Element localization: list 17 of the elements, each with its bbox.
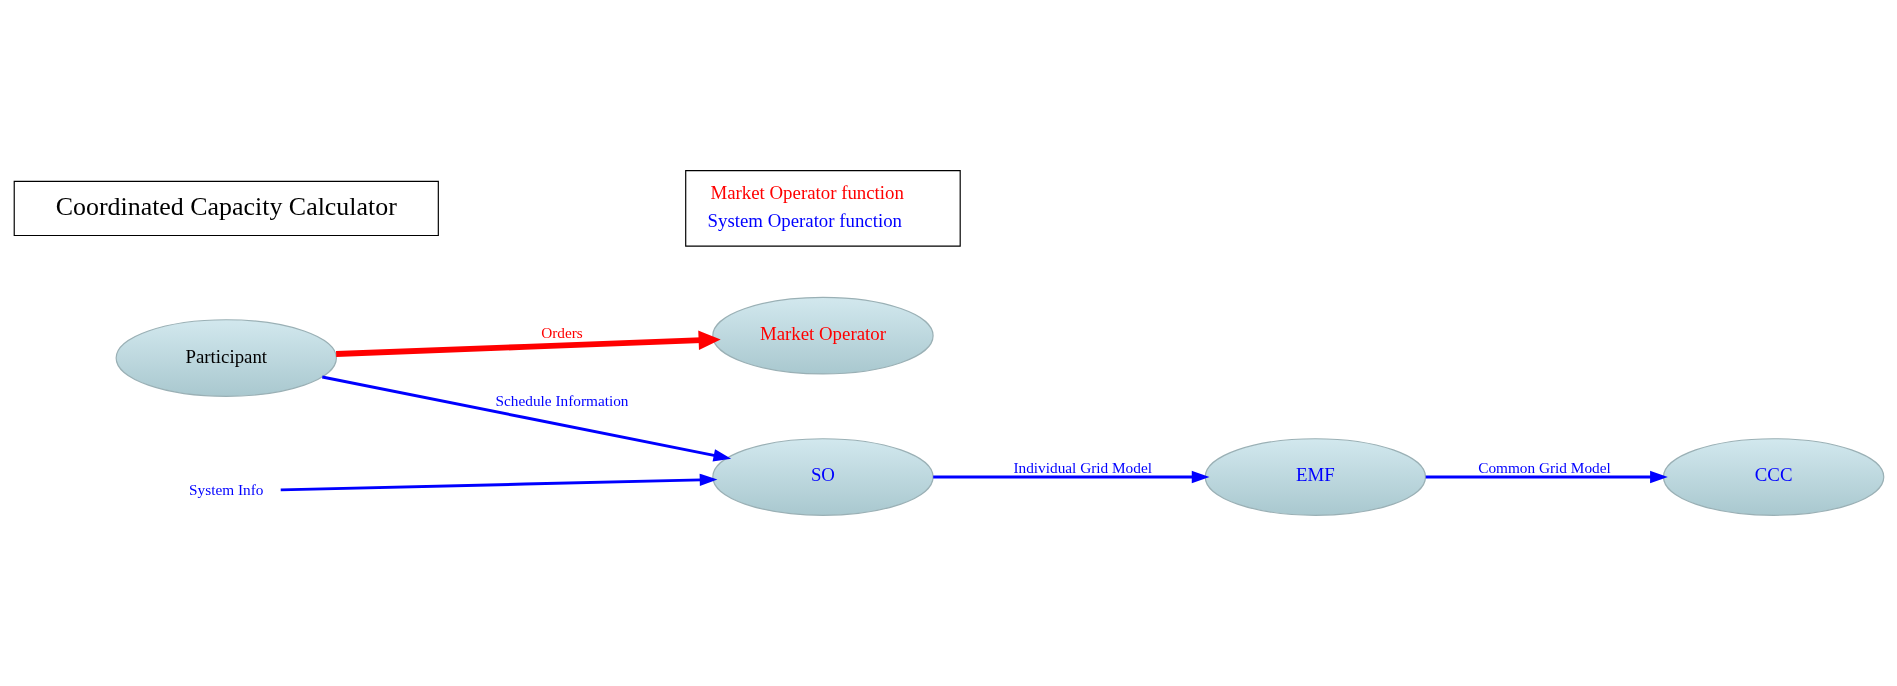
edge-label: Common Grid Model [1477,458,1611,476]
legend-label: System Operator function [707,210,902,232]
edge-label: Orders [540,324,583,342]
node-ellipse: Participant [115,319,337,397]
edge-label: Schedule Information [495,391,628,409]
node-ellipse: Market Operator [711,296,934,375]
arrow [1425,470,1668,484]
arrow [280,473,717,492]
arrow [932,470,1209,484]
arrow [335,330,721,357]
edge-label: Individual Grid Model [1012,458,1152,476]
node-ellipse: CCC [1662,438,1884,516]
node-box: Coordinated Capacity Calculator [13,180,439,237]
legend-label: Market Operator function [709,181,904,203]
node-ellipse: EMF [1204,438,1426,516]
node-text: System Info [188,481,263,499]
arrow [321,375,731,462]
